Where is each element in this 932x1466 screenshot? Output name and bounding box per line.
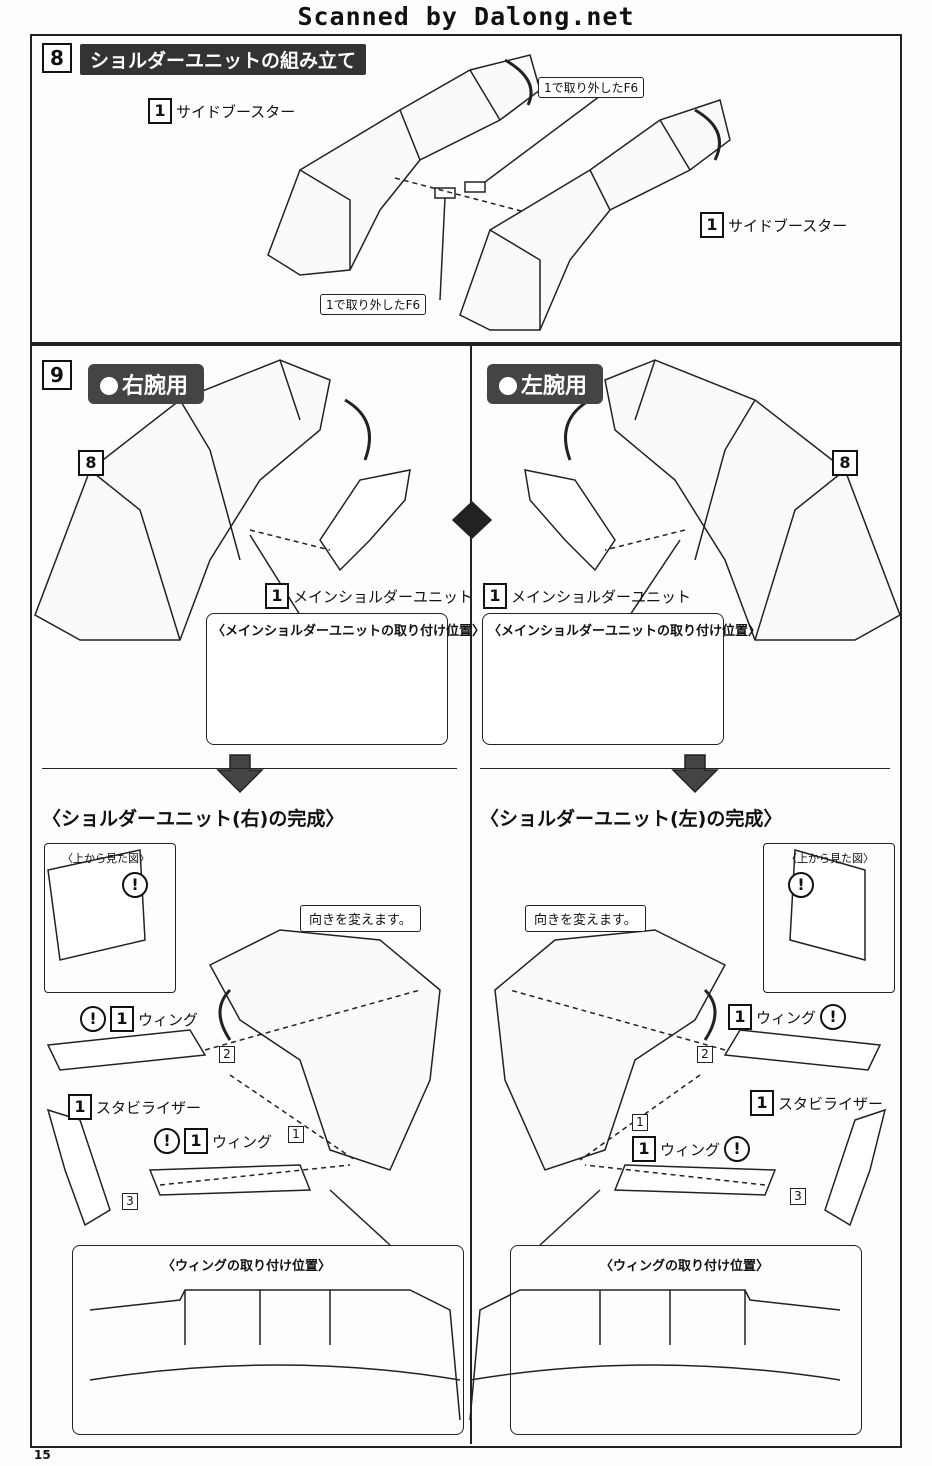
right-turn-note: 向きを変えます。	[300, 905, 421, 932]
part-name: ウィング	[138, 1010, 199, 1029]
left-top-view-box	[763, 843, 895, 993]
step8-label-right: 1 サイドブースター	[700, 212, 847, 238]
right-complete-title: 〈ショルダーユニット(右)の完成〉	[42, 808, 345, 830]
page-number: 15	[34, 1448, 51, 1462]
left-wing1-label: 1 ウィング !	[728, 1004, 847, 1030]
part-name: ウィング	[660, 1140, 721, 1159]
right-wing-position-callout	[72, 1245, 464, 1435]
bullet-icon	[499, 377, 517, 395]
left-turn-note: 向きを変えます。	[525, 905, 646, 932]
step8-title: ショルダーユニットの組み立て	[80, 44, 367, 75]
part-number-badge: 1	[184, 1128, 208, 1154]
step8-label-left: 1 サイドブースター	[148, 98, 295, 124]
scanner-watermark: Scanned by Dalong.net	[297, 2, 635, 31]
warning-icon: !	[154, 1128, 180, 1154]
part-name: メインショルダーユニット	[293, 587, 474, 606]
left-order-2: 2	[697, 1046, 713, 1063]
right-wing-position-title: 〈ウィングの取り付け位置〉	[162, 1259, 332, 1274]
left-top-view-warning-icon: !	[788, 872, 814, 898]
part-number-badge: 1	[632, 1136, 656, 1162]
left-wing2-label: 1 ウィング !	[632, 1136, 751, 1162]
left-mount-callout-title: 〈メインショルダーユニットの取り付け位置〉	[488, 624, 762, 639]
right-wing1-label: ! 1 ウィング	[80, 1006, 198, 1032]
left-stabilizer-label: 1 スタビライザー	[750, 1090, 883, 1116]
part-number-badge: 1	[700, 212, 724, 238]
left-arm-label: 左腕用	[521, 374, 588, 399]
right-mount-callout	[206, 613, 448, 745]
part-name: サイドブースター	[728, 216, 848, 235]
right-arm-pill: 右腕用	[88, 364, 205, 404]
step8-panel	[30, 34, 902, 344]
warning-icon: !	[724, 1136, 751, 1162]
part-number-badge: 1	[750, 1090, 774, 1116]
part-name: スタビライザー	[778, 1094, 884, 1113]
part-number-badge: 1	[265, 583, 289, 609]
bullet-icon	[100, 377, 118, 395]
right-top-view-title: 〈上から見た図〉	[62, 852, 150, 865]
right-top-view-box	[44, 843, 176, 993]
step8-number: 8	[42, 43, 72, 73]
left-main-shoulder-label: 1 メインショルダーユニット	[483, 583, 691, 609]
left-ref-step: 8	[832, 450, 858, 476]
right-arm-label: 右腕用	[122, 374, 189, 399]
part-name: サイドブースター	[176, 102, 296, 121]
left-wing-position-callout	[510, 1245, 862, 1435]
left-arm-pill: 左腕用	[487, 364, 604, 404]
warning-icon: !	[820, 1004, 847, 1030]
part-number-badge: 1	[483, 583, 507, 609]
right-stabilizer-label: 1 スタビライザー	[68, 1094, 201, 1120]
right-order-2: 2	[219, 1046, 235, 1063]
left-order-3: 3	[790, 1188, 806, 1205]
part-name: ウィング	[212, 1132, 273, 1151]
step9-panel	[30, 344, 902, 1448]
left-complete-title: 〈ショルダーユニット(左)の完成〉	[480, 808, 783, 830]
right-mount-callout-title: 〈メインショルダーユニットの取り付け位置〉	[212, 624, 486, 639]
part-number-badge: 1	[110, 1006, 134, 1032]
right-ref-step: 8	[78, 450, 104, 476]
step8-tag-top: 1で取り外したF6	[538, 77, 645, 98]
part-name: スタビライザー	[96, 1098, 202, 1117]
step9-divider	[470, 346, 472, 1444]
left-order-1: 1	[632, 1114, 648, 1131]
step8-tag-bottom: 1で取り外したF6	[320, 294, 427, 315]
part-name: ウィング	[756, 1008, 817, 1027]
warning-icon: !	[80, 1006, 106, 1032]
left-mount-callout	[482, 613, 724, 745]
step9-number: 9	[42, 360, 72, 390]
left-top-view-title: 〈上から見た図〉	[786, 852, 874, 865]
right-order-3: 3	[122, 1193, 138, 1210]
part-name: メインショルダーユニット	[511, 587, 692, 606]
right-top-view-warning-icon: !	[122, 872, 148, 898]
part-number-badge: 1	[68, 1094, 92, 1120]
part-number-badge: 1	[148, 98, 172, 124]
right-rule	[42, 768, 457, 769]
part-number-badge: 1	[728, 1004, 752, 1030]
right-main-shoulder-label: 1 メインショルダーユニット	[265, 583, 473, 609]
left-wing-position-title: 〈ウィングの取り付け位置〉	[600, 1259, 770, 1274]
right-order-1: 1	[288, 1126, 304, 1143]
left-rule	[480, 768, 890, 769]
right-wing2-label: ! 1 ウィング	[154, 1128, 272, 1154]
